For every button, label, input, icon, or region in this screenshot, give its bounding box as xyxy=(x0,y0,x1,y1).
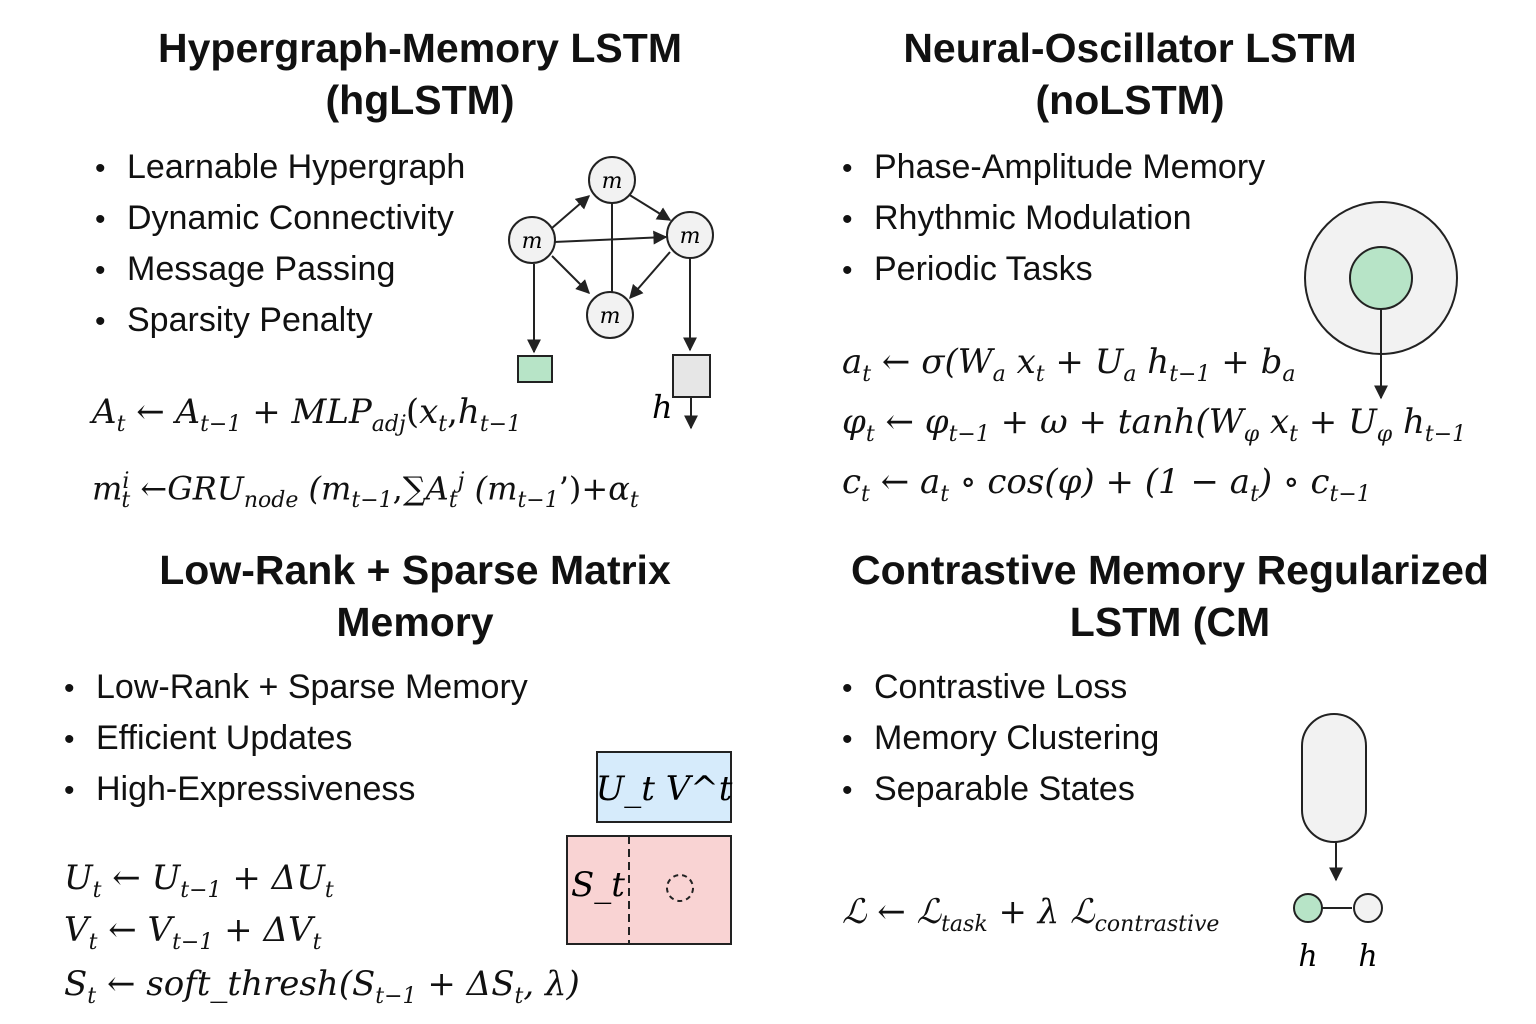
contrastive-bullet: Contrastive Loss xyxy=(842,662,1159,713)
h1-label: h xyxy=(1298,939,1317,974)
nolstm-title-line2: (noLSTM) xyxy=(1035,77,1225,123)
lowrank-bullet: Low-Rank + Sparse Memory xyxy=(64,662,528,713)
svg-text:m: m xyxy=(602,169,623,194)
h2-label: h xyxy=(1358,939,1377,974)
memory-node: m xyxy=(666,211,714,259)
oscillator-diagram xyxy=(1304,201,1458,400)
lowrank-bullet-list: Low-Rank + Sparse Memory Efficient Updat… xyxy=(64,662,528,815)
nolstm-eq-2: φt ← φt−1 + ω + tanh(Wφ xt + Uφ ht−1 xyxy=(842,402,1467,447)
lowrank-title: Low-Rank + Sparse Matrix Memory xyxy=(90,544,740,648)
hglstm-bullet: Learnable Hypergraph xyxy=(95,142,465,193)
edge xyxy=(551,255,590,294)
lowrank-eq-1: Ut ← Ut−1 + ΔUt xyxy=(64,858,334,903)
nolstm-bullet: Phase-Amplitude Memory xyxy=(842,142,1265,193)
svg-text:m: m xyxy=(680,224,701,249)
edge xyxy=(629,251,671,300)
hglstm-eq-1: At ← At−1 + MLPadj(xt,ht−1 xyxy=(92,392,522,437)
edge xyxy=(553,230,668,245)
hglstm-title: Hypergraph-Memory LSTM (hgLSTM) xyxy=(110,22,730,126)
lowrank-bullet: High-Expressiveness xyxy=(64,764,528,815)
hidden-state-box xyxy=(672,354,711,398)
low-rank-label: U_t V^t xyxy=(596,769,733,809)
nolstm-title-line1: Neural-Oscillator LSTM xyxy=(903,25,1357,71)
hypergraph-diagram: m m m m h xyxy=(508,156,714,430)
lowrank-bullet: Efficient Updates xyxy=(64,713,528,764)
svg-text:m: m xyxy=(522,229,543,254)
hglstm-title-line1: Hypergraph-Memory LSTM xyxy=(158,25,682,71)
edge xyxy=(551,195,591,229)
contrastive-diagram: h h xyxy=(1293,713,1383,974)
hglstm-bullet: Dynamic Connectivity xyxy=(95,193,465,244)
nolstm-bullet-list: Phase-Amplitude Memory Rhythmic Modulati… xyxy=(842,142,1265,295)
svg-text:m: m xyxy=(600,304,621,329)
sparse-box xyxy=(566,835,732,945)
green-output-box xyxy=(517,355,553,383)
lowrank-title-line2: Memory xyxy=(336,599,494,645)
contrastive-bullet-list: Contrastive Loss Memory Clustering Separ… xyxy=(842,662,1159,815)
inner-phase-circle xyxy=(1349,246,1413,310)
hglstm-bullet-list: Learnable Hypergraph Dynamic Connectivit… xyxy=(95,142,465,346)
nolstm-eq-1: at ← σ(Wa xt + Ua ht−1 + ba xyxy=(842,342,1296,387)
contrastive-bullet: Memory Clustering xyxy=(842,713,1159,764)
lowrank-eq-2: Vt ← Vt−1 + ΔVt xyxy=(64,910,322,955)
h-label: h xyxy=(652,388,673,426)
contrastive-title: Contrastive Memory Regularized LSTM (CM xyxy=(820,544,1520,648)
matrix-diagram: U_t V^t S_t xyxy=(566,751,733,945)
nolstm-eq-3: ct ← at ∘ cos(φ) + (1 − at) ∘ ct−1 xyxy=(842,462,1371,507)
memory-capsule xyxy=(1301,713,1367,843)
nolstm-title: Neural-Oscillator LSTM (noLSTM) xyxy=(820,22,1440,126)
state-h1 xyxy=(1293,893,1323,923)
nolstm-bullet: Rhythmic Modulation xyxy=(842,193,1265,244)
memory-node: m xyxy=(586,291,634,339)
contrastive-bullet: Separable States xyxy=(842,764,1159,815)
memory-node: m xyxy=(508,216,556,264)
contrastive-title-line1: Contrastive Memory Regularized xyxy=(851,547,1489,593)
nolstm-bullet: Periodic Tasks xyxy=(842,244,1265,295)
hglstm-bullet: Message Passing xyxy=(95,244,465,295)
edge xyxy=(627,193,672,221)
hglstm-title-line2: (hgLSTM) xyxy=(325,77,515,123)
contrastive-title-line2: LSTM (CM xyxy=(1069,599,1271,645)
memory-node: m xyxy=(588,156,636,204)
lowrank-eq-3: St ← soft_thresh(St−1 + ΔSt, λ) xyxy=(64,964,580,1009)
lowrank-title-line1: Low-Rank + Sparse Matrix xyxy=(159,547,671,593)
sparse-label: S_t xyxy=(571,865,625,905)
contrastive-eq-1: ℒ ← ℒtask + λ ℒcontrastive xyxy=(842,892,1220,937)
hglstm-bullet: Sparsity Penalty xyxy=(95,295,465,346)
low-rank-box xyxy=(596,751,732,823)
state-h2 xyxy=(1353,893,1383,923)
hglstm-eq-2: mit ←GRUnode (mt−1,∑Atj (mt−1’)+αt xyxy=(92,469,639,514)
sparse-entry-circle xyxy=(666,874,694,902)
